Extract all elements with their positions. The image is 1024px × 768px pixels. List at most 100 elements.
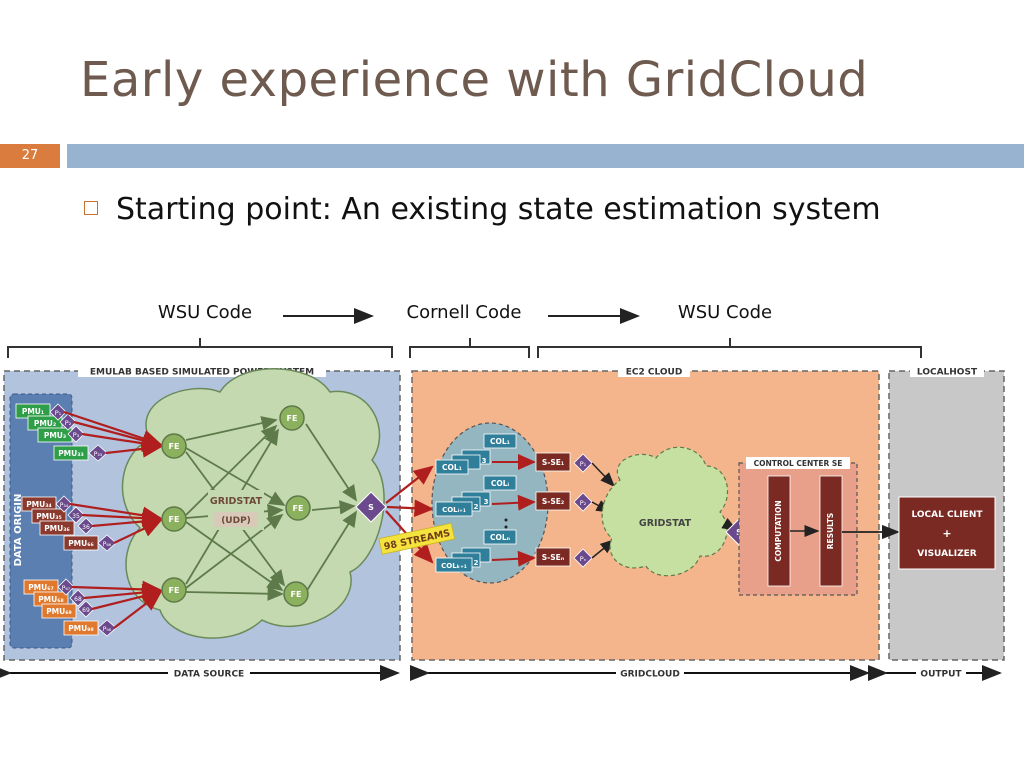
p-diamond-67-label: P₆₇ bbox=[62, 585, 71, 592]
cornell-code-label: Cornell Code bbox=[407, 302, 522, 323]
bullet-square-icon bbox=[84, 200, 98, 215]
fe-node-left-1 bbox=[161, 433, 187, 459]
results-box bbox=[819, 475, 843, 587]
fe-node-right-1-label: FE bbox=[287, 414, 298, 423]
p-diamond-66 bbox=[97, 534, 117, 552]
col-1-top-label: COL₁ bbox=[490, 437, 510, 446]
p-diamond-69 bbox=[77, 600, 95, 618]
sse-n-box bbox=[535, 547, 571, 567]
sse-p2-diamond bbox=[573, 492, 593, 512]
gridstat-left-label: GRIDSTAT bbox=[210, 496, 263, 507]
p-diamond-69-label: 69 bbox=[82, 607, 90, 614]
p-diamond-68-label: 68 bbox=[74, 596, 82, 603]
gridstat-right-label: GRIDSTAT bbox=[639, 518, 692, 529]
gridstat-right-cloud bbox=[601, 446, 729, 577]
udp-label-bg bbox=[214, 512, 258, 527]
sse-2-label: S-SE₂ bbox=[542, 497, 564, 506]
wsu-code-label-right: WSU Code bbox=[678, 302, 772, 323]
p-diamond-67 bbox=[57, 578, 75, 596]
p-diamond-34 bbox=[55, 495, 73, 513]
ellipsis-dot-2 bbox=[504, 525, 508, 529]
output-label: OUTPUT bbox=[920, 670, 962, 680]
pmu-to-fe-arrows bbox=[63, 410, 163, 629]
p-diamond-98 bbox=[97, 619, 117, 637]
brace-wsu-right bbox=[537, 338, 922, 358]
udp-label: (UDP) bbox=[221, 516, 251, 526]
pmu-green-3-label: PMU₃ bbox=[44, 431, 66, 440]
p-diamond-3 bbox=[67, 425, 85, 443]
pmu-red-35-label: PMU₃₅ bbox=[36, 512, 62, 521]
p-diamond-33-label: P₃₃ bbox=[94, 451, 103, 458]
pmu-green-2-label: PMU₂ bbox=[34, 419, 56, 428]
fe-node-right-2-label: FE bbox=[293, 504, 304, 513]
data-source-label: DATA SOURCE bbox=[174, 670, 244, 680]
p-diamond-68 bbox=[69, 589, 87, 607]
col-stack-1 bbox=[435, 433, 517, 475]
fe-node-right-2 bbox=[285, 495, 311, 521]
pmu-red-66-label: PMU₆₆ bbox=[68, 539, 94, 548]
gridcloud-bg bbox=[616, 666, 684, 680]
p-diamond-35-label: 35 bbox=[72, 513, 80, 520]
brace-wsu-left bbox=[7, 338, 393, 358]
p-diamond-1 bbox=[49, 403, 67, 421]
pmu-orange-67-label: PMU₆₇ bbox=[28, 583, 54, 592]
slide-number: 27 bbox=[0, 144, 60, 168]
col-i1-label: COLᵢ₊₁ bbox=[442, 506, 466, 514]
pmu-green-1-label: PMU₁ bbox=[22, 407, 44, 416]
data-origin-label: DATA ORIGIN bbox=[13, 494, 24, 567]
p-diamond-35 bbox=[67, 506, 85, 524]
pmu-red-36-label: PMU₃₆ bbox=[44, 524, 70, 533]
p-diamond-2-label: P₂ bbox=[65, 419, 72, 427]
col-to-sse-arrows bbox=[491, 454, 536, 567]
fe-node-left-3-label: FE bbox=[169, 586, 180, 595]
col-i-3-label: 3 bbox=[484, 498, 489, 506]
localhost-panel-title: LOCALHOST bbox=[917, 368, 978, 378]
col-i-label: COLᵢ bbox=[491, 479, 510, 488]
sse-p1-diamond bbox=[573, 453, 593, 473]
local-client-line3: VISUALIZER bbox=[917, 549, 977, 559]
s-node-left-label: S bbox=[368, 503, 374, 512]
col-n-2-label: 2 bbox=[474, 559, 479, 567]
local-client-line1: LOCAL CLIENT bbox=[911, 510, 983, 520]
control-center-title: CONTROL CENTER SE bbox=[754, 459, 843, 468]
col-3-label: 3 bbox=[482, 457, 487, 465]
ec2-title-bg bbox=[618, 364, 690, 377]
p-diamond-3-label: P₃ bbox=[73, 431, 80, 439]
ellipsis-dot-1 bbox=[504, 518, 508, 522]
computation-label: COMPUTATION bbox=[774, 500, 783, 561]
wsu-code-label-left: WSU Code bbox=[158, 302, 252, 323]
p-diamond-1-label: P₁ bbox=[55, 409, 62, 417]
pmu-red-34-label: PMU₃₄ bbox=[26, 500, 52, 509]
p-diamond-2 bbox=[59, 413, 77, 431]
pmu-red-36 bbox=[39, 520, 75, 536]
col-1-label: COL₁ bbox=[442, 463, 462, 472]
pmu-green-33 bbox=[53, 445, 89, 461]
sse-p2-label: P₂ bbox=[580, 499, 587, 507]
localhost-title-bg bbox=[910, 364, 984, 377]
sse-2-box bbox=[535, 491, 571, 511]
ec2-panel-title: EC2 CLOUD bbox=[626, 368, 683, 378]
data-source-bg bbox=[168, 666, 250, 680]
p-diamond-66-label: P₆₆ bbox=[103, 541, 112, 548]
pmu-green-33-label: PMU₃₃ bbox=[58, 449, 84, 458]
pmu-orange-98-label: PMU₉₈ bbox=[68, 624, 94, 633]
control-center-title-bg bbox=[746, 457, 850, 469]
col-i-2-label: 2 bbox=[474, 503, 479, 511]
local-client-box bbox=[898, 496, 996, 570]
fe-node-right-3-label: FE bbox=[291, 590, 302, 599]
sse-1-label: S-SE₁ bbox=[542, 458, 564, 467]
pmu-orange-68-label: PMU₆₈ bbox=[38, 595, 64, 604]
fe-node-left-2 bbox=[161, 506, 187, 532]
sse-pn-diamond bbox=[573, 548, 593, 568]
output-bg bbox=[916, 666, 966, 680]
s-node-left bbox=[355, 491, 387, 523]
p-diamond-34-label: P₃₄ bbox=[60, 502, 69, 509]
pmu-orange-69-label: PMU₆₉ bbox=[46, 607, 72, 616]
p-diamond-36-label: 36 bbox=[82, 524, 90, 531]
p-diamond-98-label: P₉₈ bbox=[103, 626, 112, 633]
bullet-item: Starting point: An existing state estima… bbox=[84, 192, 881, 227]
emulab-panel-title: EMULAB BASED SIMULATED POWER SYSTEM bbox=[90, 368, 314, 378]
fe-node-left-3 bbox=[161, 577, 187, 603]
gridcloud-label: GRIDCLOUD bbox=[620, 670, 680, 680]
